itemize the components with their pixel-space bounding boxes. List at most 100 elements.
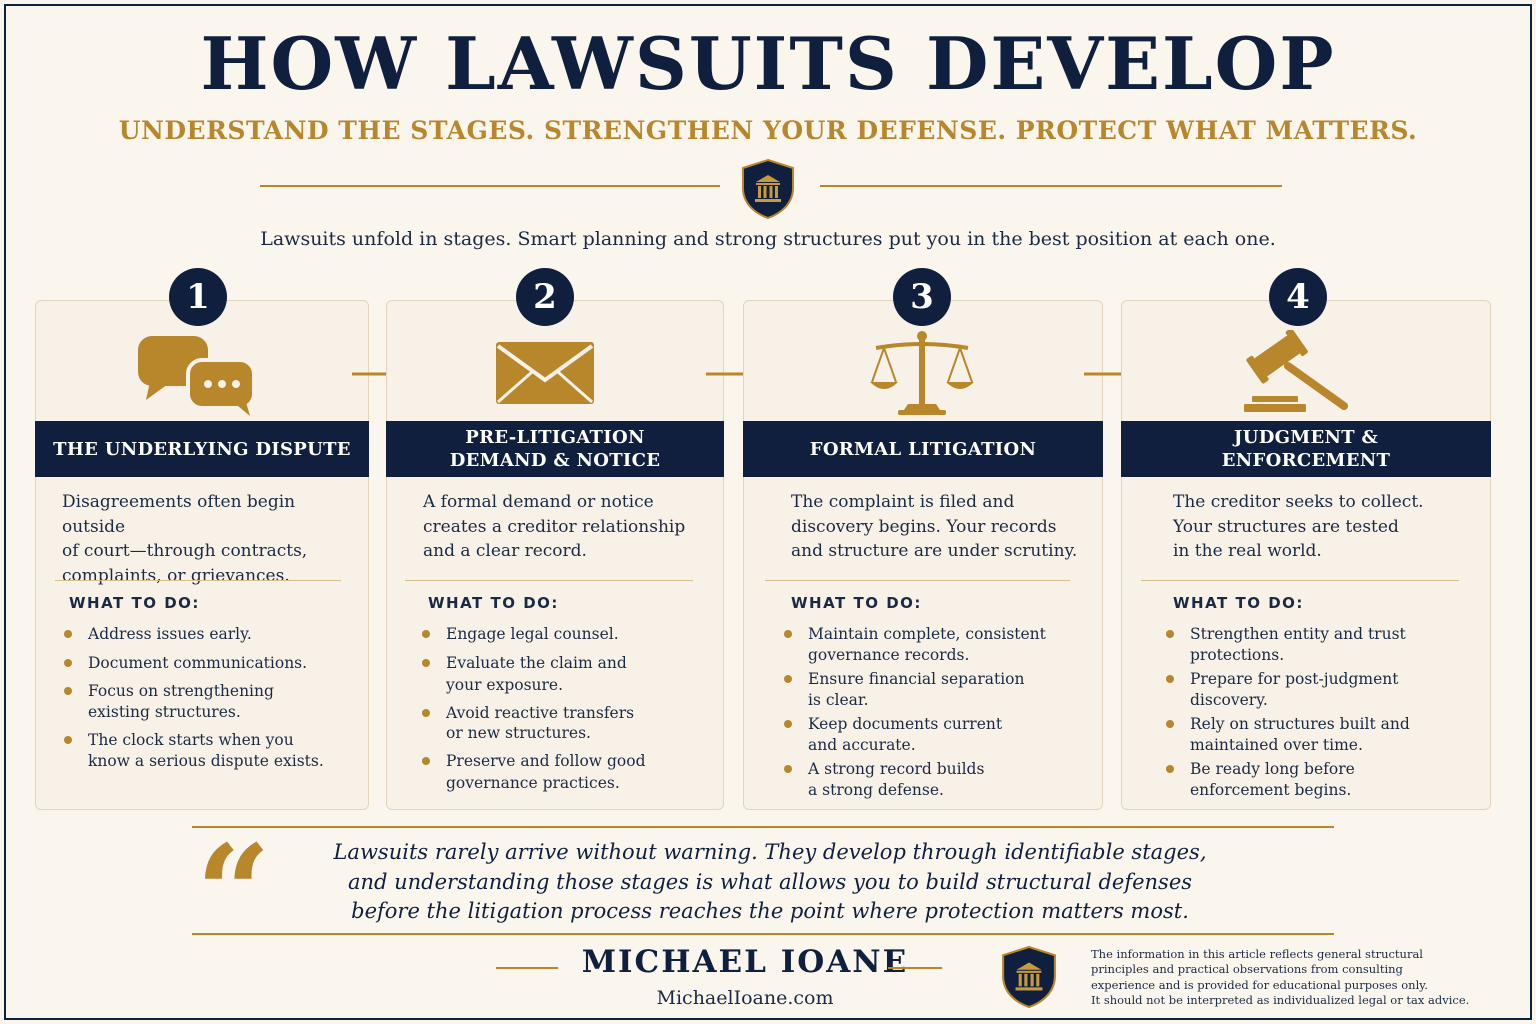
stage-description-2: A formal demand or notice creates a cred… [423, 490, 723, 564]
bullet-text: protections. [1190, 645, 1285, 664]
list-item: Maintain complete, consistent governance … [782, 624, 1092, 665]
bullet-text: governance practices. [446, 774, 620, 792]
disclaimer-line: experience and is provided for education… [1091, 977, 1428, 992]
bullet-text: Focus on strengthening [88, 682, 274, 700]
list-item: Strengthen entity and trust protections. [1164, 624, 1480, 665]
stage-title-3: FORMAL LITIGATION [743, 421, 1103, 477]
bullet-text: Preserve and follow good [446, 751, 646, 770]
quote-line: Lawsuits rarely arrive without warning. … [333, 840, 1207, 864]
bullet-text: governance records. [808, 645, 970, 664]
bullet-dot [64, 687, 72, 695]
bullet-text: a strong defense. [808, 780, 944, 799]
stage-3-desc-line: and structure are under scrutiny. [791, 541, 1078, 561]
bullet-text: Engage legal counsel. [446, 625, 619, 643]
bullet-text: enforcement begins. [1190, 780, 1352, 799]
stage-1-desc-line: Disagreements often begin outside [62, 492, 296, 537]
bullet-text: existing structures. [88, 702, 241, 721]
list-item: Preserve and follow good governance pract… [420, 751, 720, 794]
stage-divider-1 [55, 580, 341, 581]
page-frame [4, 4, 1532, 1020]
shield-courthouse-icon [1002, 945, 1056, 1009]
disclaimer-line: principles and practical observations fr… [1091, 962, 1403, 977]
stage-number-4: 4 [1269, 268, 1327, 326]
list-item: Address issues early. [62, 624, 362, 645]
stage-4-desc-line: The creditor seeks to collect. [1173, 492, 1424, 512]
quote-line: and understanding those stages is what a… [347, 869, 1193, 894]
list-item: Document communications. [62, 653, 362, 674]
bullet-text: your exposure. [446, 676, 564, 694]
list-item: Be ready long before enforcement begins. [1164, 759, 1480, 800]
bullet-text: Strengthen entity and trust [1190, 625, 1406, 643]
bullet-text: Document communications. [88, 653, 308, 672]
bullet-dot [64, 736, 72, 744]
stage-1-desc-line: of court—through contracts, [62, 541, 308, 561]
bullet-text: The clock starts when you [88, 731, 294, 749]
bullet-text: Evaluate the claim and [446, 653, 627, 672]
quote-mark-icon: “ [196, 816, 271, 969]
bullet-dot [1166, 630, 1174, 638]
stage-description-4: The creditor seeks to collect. Your stru… [1173, 490, 1473, 564]
bullet-text: Be ready long before [1190, 760, 1355, 778]
stage-title-2-line: PRE-LITIGATION [465, 427, 645, 448]
stage-number-1: 1 [169, 268, 227, 326]
bullet-text: Maintain complete, consistent [808, 625, 1046, 643]
author-rule-left [496, 967, 558, 969]
stage-title-4-line: JUDGMENT & [1233, 427, 1379, 448]
envelope-icon [496, 342, 594, 404]
website-link[interactable]: MichaelIoane.com [656, 987, 834, 1009]
shield-courthouse-icon [742, 158, 794, 220]
bullet-dot [784, 675, 792, 683]
bullet-text: A strong record builds [808, 760, 985, 778]
stage-title-1: THE UNDERLYING DISPUTE [35, 421, 369, 477]
what-to-do-label-1: WHAT TO DO: [69, 594, 200, 612]
list-item: A strong record builds a strong defense. [782, 759, 1092, 800]
bullet-text: is clear. [808, 690, 869, 709]
stage-card-4 [1121, 300, 1491, 810]
bullet-dot [784, 630, 792, 638]
chat-bubbles-icon [138, 336, 256, 416]
quote-rule-top [192, 826, 1334, 828]
bullet-dot [422, 708, 430, 717]
stage-title-2-line: DEMAND & NOTICE [449, 450, 661, 471]
bullet-text: maintained over time. [1190, 735, 1363, 754]
list-item: Engage legal counsel. [420, 624, 720, 645]
author-rule-right [888, 967, 942, 969]
stage-4-desc-line: in the real world. [1173, 541, 1322, 561]
bullet-dot [64, 630, 72, 638]
scales-of-justice-icon [870, 331, 974, 415]
stage-title-2: PRE-LITIGATION DEMAND & NOTICE [386, 421, 724, 477]
list-item: Focus on strengthening existing structure… [62, 681, 362, 722]
stage-2-desc-line: creates a creditor relationship [423, 516, 686, 537]
quote-rule-bottom [192, 933, 1334, 935]
stage-description-3: The complaint is filed and discovery beg… [791, 490, 1091, 564]
stage-number-3: 3 [893, 268, 951, 326]
stage-divider-4 [1141, 580, 1459, 581]
stage-description-1: Disagreements often begin outside of cou… [62, 490, 362, 588]
stage-1-desc-line: complaints, or grievances. [62, 565, 290, 586]
stage-number-2: 2 [516, 268, 574, 326]
stage-divider-2 [405, 580, 693, 581]
stage-title-1-text: THE UNDERLYING DISPUTE [53, 438, 351, 460]
intro-text: Lawsuits unfold in stages. Smart plannin… [260, 228, 1276, 250]
bullet-dot [1166, 720, 1174, 728]
stage-bullets-1: Address issues early. Document communica… [62, 624, 362, 771]
header-rule-left [260, 185, 720, 187]
bullet-text: Address issues early. [88, 625, 252, 643]
bullet-text: Rely on structures built and [1190, 715, 1410, 733]
disclaimer-text: The information in this article reflects… [1091, 947, 1471, 1008]
bullet-dot [784, 720, 792, 728]
bullet-text: discovery. [1190, 690, 1268, 709]
bullet-dot [1166, 765, 1174, 773]
bullet-text: Keep documents current [808, 715, 1003, 733]
bullet-text: Avoid reactive transfers [446, 703, 635, 722]
bullet-dot [1166, 675, 1174, 683]
stage-title-4: JUDGMENT & ENFORCEMENT [1121, 421, 1491, 477]
stage-2-desc-line: and a clear record. [423, 541, 587, 561]
quote-line: before the litigation process reaches th… [351, 899, 1189, 923]
